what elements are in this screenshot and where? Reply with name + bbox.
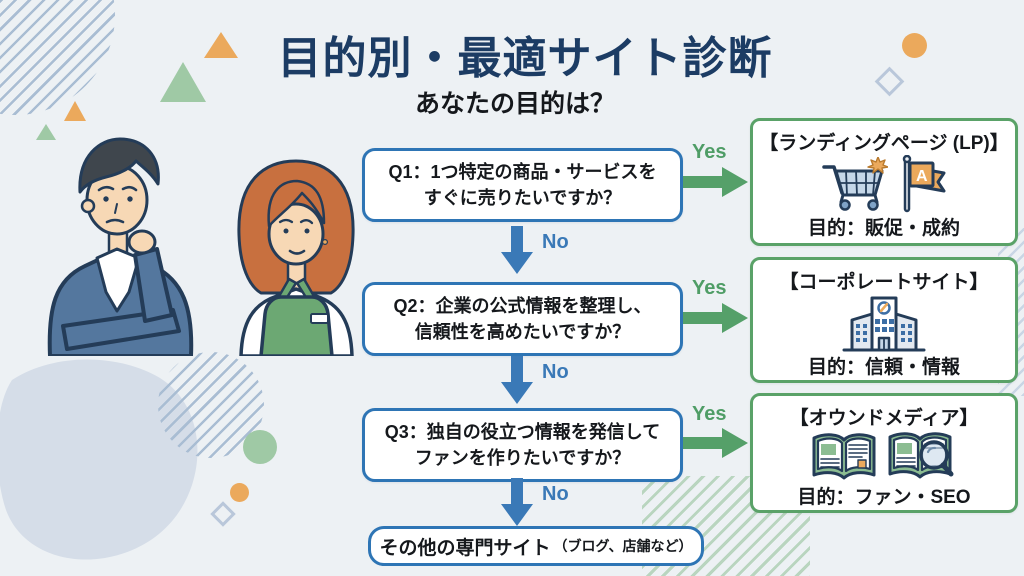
result-box-corporate-site: 【コーポレートサイト】 — [750, 257, 1018, 383]
result-box-owned-media: 【オウンドメディア】 目的： — [750, 393, 1018, 513]
small-orange-triangle-decor — [64, 101, 86, 121]
result-box-landing-page: 【ランディングページ (LP)】 A 目的：販促・成約 — [750, 118, 1018, 246]
no-label-q1: No — [542, 231, 569, 253]
no-label-q3: No — [542, 483, 569, 505]
corporate-icon-row — [842, 294, 926, 352]
q1-line2: すぐに売りたいですか？ — [423, 188, 622, 208]
page-title: 目的別・最適サイト診断 — [277, 34, 773, 83]
diamond-top-right-decor — [874, 66, 905, 97]
result-title-lp: 【ランディングページ (LP)】 — [759, 133, 1009, 154]
lp-icon-row: A — [820, 155, 948, 213]
no-label-q2: No — [542, 361, 569, 383]
q3-line1: Q3：独自の役立つ情報を発信して — [384, 421, 661, 442]
fallback-box: その他の専門サイト （ブログ、店舗など） — [368, 526, 704, 566]
question-box-q3: Q3：独自の役立つ情報を発信して ファンを作りたいですか？ — [362, 408, 683, 482]
yes-label-q1: Yes — [692, 141, 727, 163]
no-arrow-q1 — [501, 226, 533, 274]
thinking-man-figure — [47, 137, 194, 356]
fallback-label: その他の専門サイト — [379, 537, 551, 559]
apron-woman-figure — [237, 159, 355, 356]
no-arrow-q2 — [501, 356, 533, 404]
result-purpose-lp: 目的：販促・成約 — [807, 218, 960, 239]
small-green-triangle-decor — [36, 124, 56, 140]
question-box-q2: Q2：企業の公式情報を整理し、 信頼性を高めたいですか？ — [362, 282, 683, 356]
striped-circle-top-left-decor — [0, 0, 115, 115]
book-magnifier-icon — [888, 432, 954, 479]
q2-line1: Q2：企業の公式情報を整理し、 — [393, 295, 652, 316]
q1-line1: Q1：1つ特定の商品・サービスを — [388, 161, 657, 182]
green-triangle-decor — [160, 62, 206, 102]
q3-line2: ファンを作りたいですか？ — [414, 448, 631, 468]
office-building-icon — [842, 296, 926, 352]
yes-arrow-q2 — [683, 303, 748, 333]
striped-circle-mid-decor — [158, 352, 264, 458]
blob-bottom-left-decor — [0, 359, 198, 560]
question-box-q1: Q1：1つ特定の商品・サービスを すぐに売りたいですか？ — [362, 148, 683, 222]
flag-letter: A — [916, 168, 928, 185]
yes-arrow-q1 — [683, 167, 748, 197]
owned-media-icon-row — [812, 430, 956, 482]
yes-label-q3: Yes — [692, 403, 727, 425]
result-title-corporate: 【コーポレートサイト】 — [779, 272, 989, 293]
fallback-note: （ブログ、店舗など） — [553, 538, 693, 554]
page-subtitle: あなたの目的は？ — [414, 90, 615, 118]
people-illustration — [47, 137, 355, 356]
green-circle-mid-decor — [243, 430, 277, 464]
open-book-icon — [812, 433, 876, 480]
orange-circle-mid-decor — [230, 483, 249, 502]
result-purpose-corporate: 目的：信頼・情報 — [807, 357, 960, 378]
result-purpose-owned-media: 目的：ファン・SEO — [797, 487, 971, 508]
no-arrow-q3 — [501, 478, 533, 526]
result-title-owned-media: 【オウンドメディア】 — [789, 408, 979, 429]
diamond-mid-decor — [210, 501, 236, 527]
shopping-cart-icon — [822, 157, 888, 211]
q2-line2: 信頼性を高めたいですか？ — [414, 322, 631, 342]
promo-flag-icon: A — [902, 155, 946, 213]
orange-circle-top-right-decor — [902, 33, 927, 58]
yes-label-q2: Yes — [692, 277, 727, 299]
yes-arrow-q3 — [683, 428, 748, 458]
